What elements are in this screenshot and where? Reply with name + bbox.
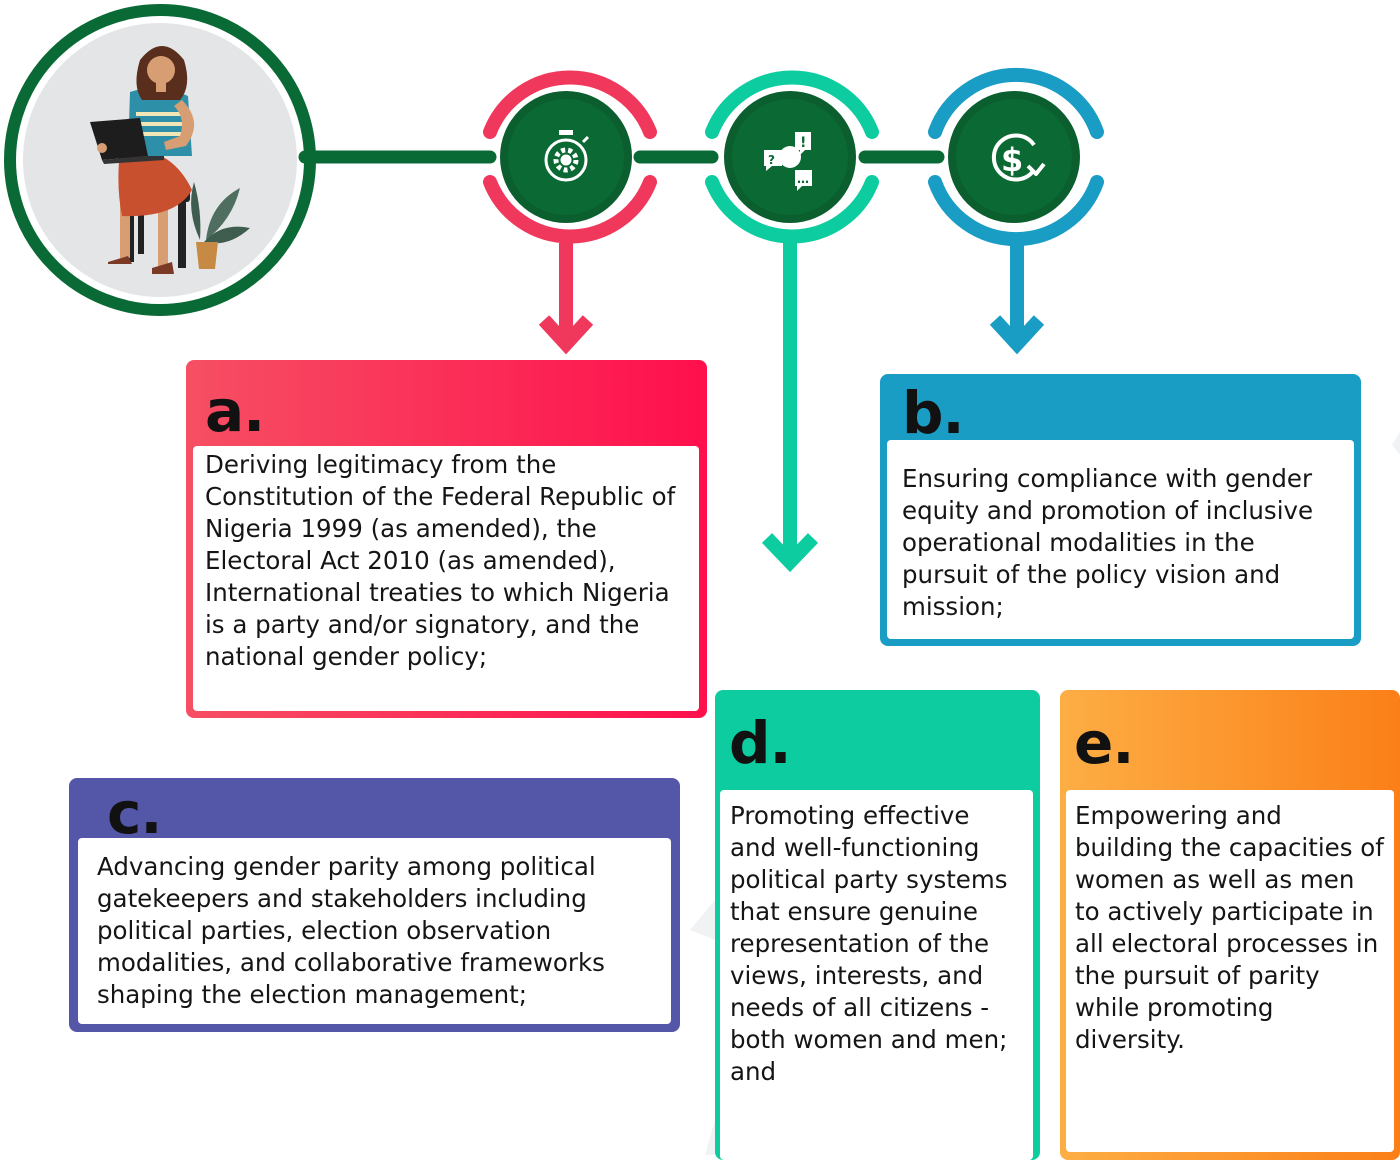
stopwatch-gear-icon [544,130,590,182]
blue-ring-top [928,67,1104,139]
teal-ring-top [705,70,879,139]
dollar-cycle-icon: $ [991,133,1046,182]
teal-ring-bottom [705,175,879,244]
card-c-letter: c. [107,779,162,847]
card-a-text: Deriving legitimacy from the Constitutio… [193,446,699,711]
svg-text:$: $ [1001,141,1023,179]
card-e-text: Empowering and building the capacities o… [1066,790,1394,1152]
svg-text:!: ! [800,135,806,151]
question-exclamation-bubbles-icon: ! ? … [764,132,812,191]
card-b-text: Ensuring compliance with gender equity a… [887,440,1354,639]
card-e-letter: e. [1074,709,1134,777]
svg-text:…: … [797,172,809,186]
pink-ring-top [483,70,657,139]
teal-arrow-head [761,533,819,573]
card-c: c. Advancing gender parity among politic… [69,778,680,1032]
card-a-letter: a. [205,377,265,445]
svg-text:?: ? [768,153,775,167]
pink-ring-bottom [483,175,657,244]
avatar-ring [4,4,316,316]
card-b: b. Ensuring compliance with gender equit… [880,374,1361,646]
card-d: d. Promoting effective and well-function… [715,690,1040,1160]
card-b-letter: b. [902,379,965,447]
pink-arrow-head [538,315,594,355]
card-d-letter: d. [729,709,792,777]
card-c-text: Advancing gender parity among political … [78,838,671,1024]
card-d-text: Promoting effective and well-functioning… [720,790,1033,1160]
card-e: e. Empowering and building the capacitie… [1060,690,1400,1160]
blue-arrow-head [989,315,1045,355]
card-a: a. Deriving legitimacy from the Constitu… [186,360,707,718]
blue-ring-bottom [928,175,1104,247]
woman-with-laptop-illustration [90,46,250,274]
